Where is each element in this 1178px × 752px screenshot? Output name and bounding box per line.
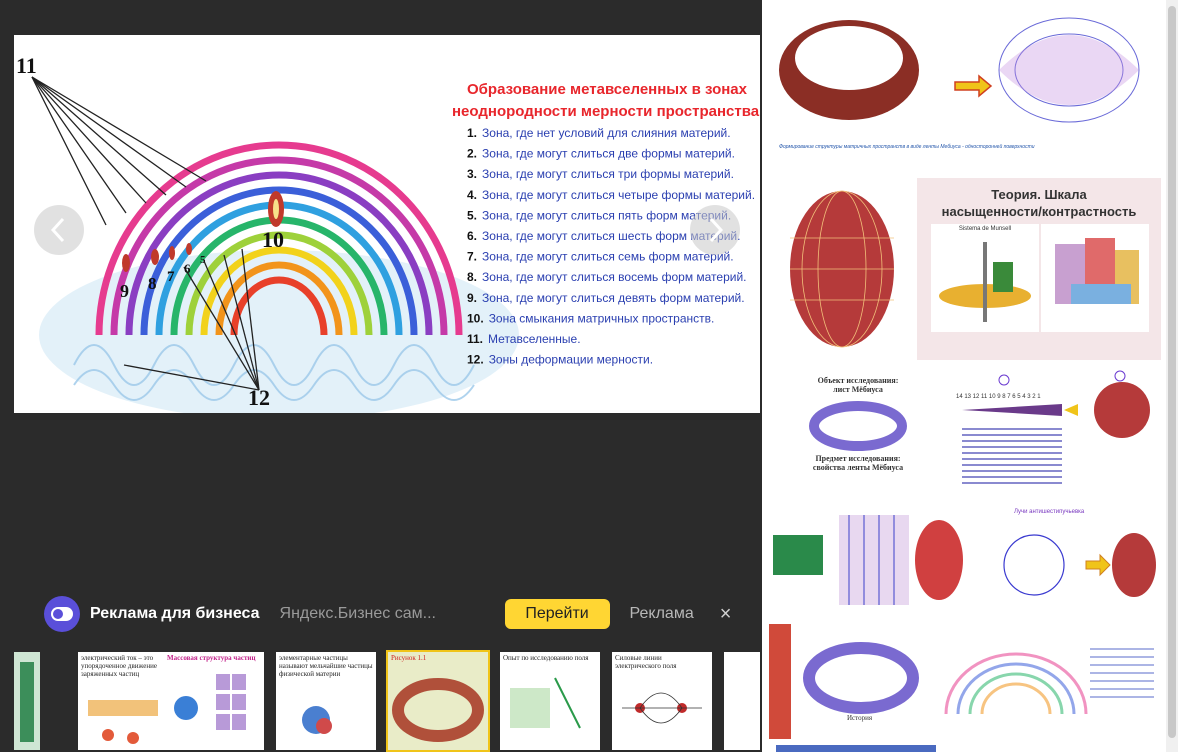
gallery-tile-munsell[interactable]: Теория. Шкала насыщенности/контрастность… bbox=[917, 178, 1161, 360]
thumbnail-text: Рисунок 1.1 bbox=[391, 654, 427, 662]
gallery-scrollbar-thumb[interactable] bbox=[1168, 6, 1176, 738]
object-line1: Объект исследования: bbox=[817, 376, 899, 385]
legend-item: 11.Метавселенные. bbox=[467, 332, 581, 346]
gallery-tile-mobius-belt[interactable]: Формирование структуры матричных простра… bbox=[769, 0, 1162, 170]
image-viewer: 11 10 12 9 8 7 6 5 Образование метавселе… bbox=[14, 35, 760, 752]
gallery-tile-sphere-grid[interactable] bbox=[769, 178, 915, 360]
ad-subtitle[interactable]: Яндекс.Бизнес сам... bbox=[279, 605, 436, 622]
thumbnail-text: Силовые линии электрического поля bbox=[615, 654, 677, 670]
main-image[interactable]: 11 10 12 9 8 7 6 5 Образование метавселе… bbox=[14, 35, 760, 413]
gallery-tile-history[interactable]: История bbox=[769, 624, 924, 739]
legend-item: 5.Зона, где могут слиться пять форм мате… bbox=[467, 208, 731, 222]
thumbnail-text: электрический ток – это упорядоченное дв… bbox=[81, 654, 157, 678]
legend-item: 3.Зона, где могут слиться три формы мате… bbox=[467, 167, 734, 181]
thumbnail-text: Опыт по исследованию поля bbox=[503, 654, 589, 662]
legend-item: 4.Зона, где могут слиться четыре формы м… bbox=[467, 188, 755, 202]
legend-item: 6.Зона, где могут слиться шесть форм мат… bbox=[467, 229, 740, 243]
ad-title[interactable]: Реклама для бизнеса bbox=[90, 605, 260, 622]
munsell-label: Sistema de Munsell bbox=[958, 226, 1012, 232]
callout-9: 9 bbox=[120, 281, 129, 301]
legend-item: 8.Зона, где могут слиться восемь форм ма… bbox=[467, 270, 747, 284]
thumbnail-text: Массовая структура частиц bbox=[167, 654, 256, 662]
callout-11: 11 bbox=[16, 53, 37, 78]
legend-item: 1.Зона, где нет условий для слияния мате… bbox=[467, 126, 731, 140]
next-image-button[interactable] bbox=[690, 205, 740, 255]
gallery-tile-partial[interactable] bbox=[776, 745, 936, 752]
ad-logo bbox=[44, 596, 80, 632]
thumbnail-selected[interactable]: Рисунок 1.1 bbox=[386, 650, 490, 752]
thumbnail[interactable]: Опыт по исследованию поля bbox=[500, 652, 600, 750]
gallery-tile-metaverse-copy[interactable] bbox=[930, 624, 1161, 739]
thumbnail[interactable]: Силовые линии электрического поля bbox=[612, 652, 712, 750]
gallery-scrollbar[interactable] bbox=[1166, 0, 1178, 752]
pillars-image bbox=[773, 515, 963, 605]
scale-numbers: 14 13 12 11 10 9 8 7 6 5 4 3 2 1 bbox=[956, 394, 1041, 400]
legend-item: 10.Зона смыкания матричных пространств. bbox=[467, 311, 714, 325]
gallery-tile-pillars[interactable] bbox=[769, 505, 969, 618]
antishield-image bbox=[1003, 533, 1156, 597]
callout-5: 5 bbox=[200, 254, 206, 266]
metaverse-diagram: 11 10 12 9 8 7 6 5 Образование метавселе… bbox=[14, 35, 760, 413]
subject-line2: свойства ленты Мёбиуса bbox=[812, 463, 904, 472]
legend-item: 9.Зона, где могут слиться девять форм ма… bbox=[467, 291, 745, 305]
theory-title-line2: насыщенности/контрастность bbox=[941, 204, 1137, 219]
chevron-left-icon bbox=[50, 217, 65, 243]
mobius-belt-image: Формирование структуры матричных простра… bbox=[779, 17, 1140, 150]
prev-image-button[interactable] bbox=[34, 205, 84, 255]
gallery-tile-mobius-object[interactable]: Объект исследования: лист Мёбиуса Предме… bbox=[769, 366, 947, 499]
theory-title-line1: Теория. Шкала bbox=[991, 187, 1087, 202]
chevron-right-icon bbox=[709, 217, 724, 243]
ad-label: Реклама bbox=[629, 605, 694, 622]
thumbnail[interactable] bbox=[14, 652, 40, 750]
legend-item: 12.Зоны деформации мерности. bbox=[467, 353, 653, 367]
history-image: История bbox=[769, 624, 919, 739]
thumbnail[interactable] bbox=[724, 652, 760, 750]
diagram-title-line1: Образование метавселенных в зонах bbox=[467, 81, 748, 98]
gallery-tile-antishield[interactable]: Лучи антишестипучьевка bbox=[974, 505, 1162, 618]
object-line2: лист Мёбиуса bbox=[833, 385, 883, 394]
callout-7: 7 bbox=[167, 269, 175, 285]
ad-go-button[interactable]: Перейти bbox=[504, 599, 610, 629]
callout-8: 8 bbox=[148, 274, 157, 293]
ad-banner[interactable]: Реклама для бизнеса Яндекс.Бизнес сам...… bbox=[34, 592, 754, 636]
subject-line1: Предмет исследования: bbox=[815, 454, 901, 463]
thumbnail-strip: электрический ток – это упорядоченное дв… bbox=[14, 650, 760, 752]
callout-6: 6 bbox=[184, 261, 191, 276]
ad-close-button[interactable]: × bbox=[719, 602, 732, 625]
callout-12: 12 bbox=[248, 385, 270, 410]
toggle-icon bbox=[51, 607, 73, 621]
thumbnail[interactable]: Массовая структура частиц bbox=[164, 652, 264, 750]
thumbnail[interactable]: электрический ток – это упорядоченное дв… bbox=[78, 652, 178, 750]
legend-item: 2.Зона, где могут слиться две формы мате… bbox=[467, 147, 735, 161]
history-label: История bbox=[847, 714, 873, 722]
antishield-title: Лучи антишестипучьевка bbox=[1014, 509, 1085, 515]
metaverse-copy-image bbox=[944, 648, 1154, 715]
thumbnail-text: элементарные частицы называют мельчайшие… bbox=[279, 654, 373, 678]
thumbnail[interactable]: элементарные частицы называют мельчайшие… bbox=[276, 652, 376, 750]
legend-item: 7.Зона, где могут слиться семь форм мате… bbox=[467, 250, 734, 264]
thumbnail-text bbox=[724, 652, 760, 656]
sphere-grid-image bbox=[790, 190, 894, 348]
callout-10: 10 bbox=[262, 227, 284, 252]
gallery-tile-scale[interactable]: 14 13 12 11 10 9 8 7 6 5 4 3 2 1 bbox=[952, 366, 1161, 499]
mobius-caption: Формирование структуры матричных простра… bbox=[779, 143, 1035, 150]
similar-images-gallery: Формирование структуры матричных простра… bbox=[762, 0, 1178, 752]
diagram-title-line2: неоднородности мерности пространства. bbox=[452, 103, 760, 120]
scale-image: 14 13 12 11 10 9 8 7 6 5 4 3 2 1 bbox=[956, 370, 1150, 484]
